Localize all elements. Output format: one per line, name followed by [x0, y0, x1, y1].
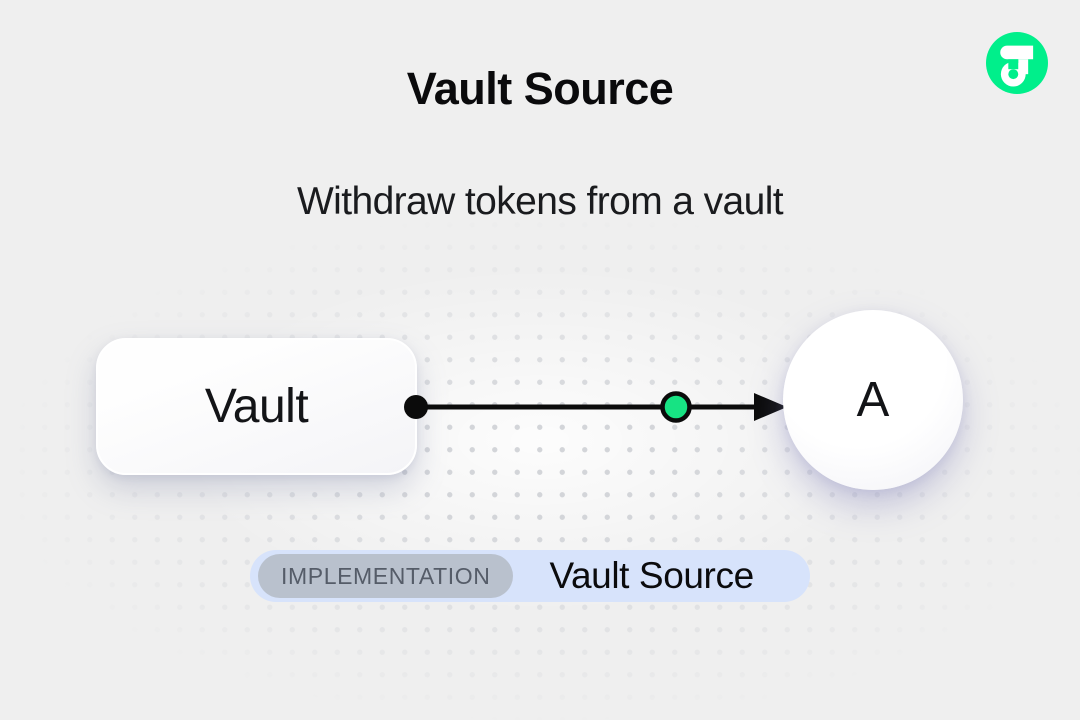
account-node-label: A — [856, 373, 890, 427]
vault-node: Vault — [96, 338, 417, 475]
page-subtitle: Withdraw tokens from a vault — [296, 180, 784, 223]
vault-node-label: Vault — [204, 380, 309, 433]
edge-start-dot — [404, 395, 428, 419]
token-dot — [660, 391, 692, 423]
page-title: Vault Source — [406, 63, 674, 114]
edge-arrow — [404, 391, 787, 423]
flow-logo-icon — [986, 32, 1048, 94]
account-node: A — [783, 310, 963, 490]
implementation-badge: IMPLEMENTATION Vault Source — [250, 550, 810, 602]
badge-label: Vault Source — [549, 555, 754, 596]
implementation-tag: IMPLEMENTATION — [258, 554, 514, 598]
arrowhead-icon — [754, 393, 787, 421]
